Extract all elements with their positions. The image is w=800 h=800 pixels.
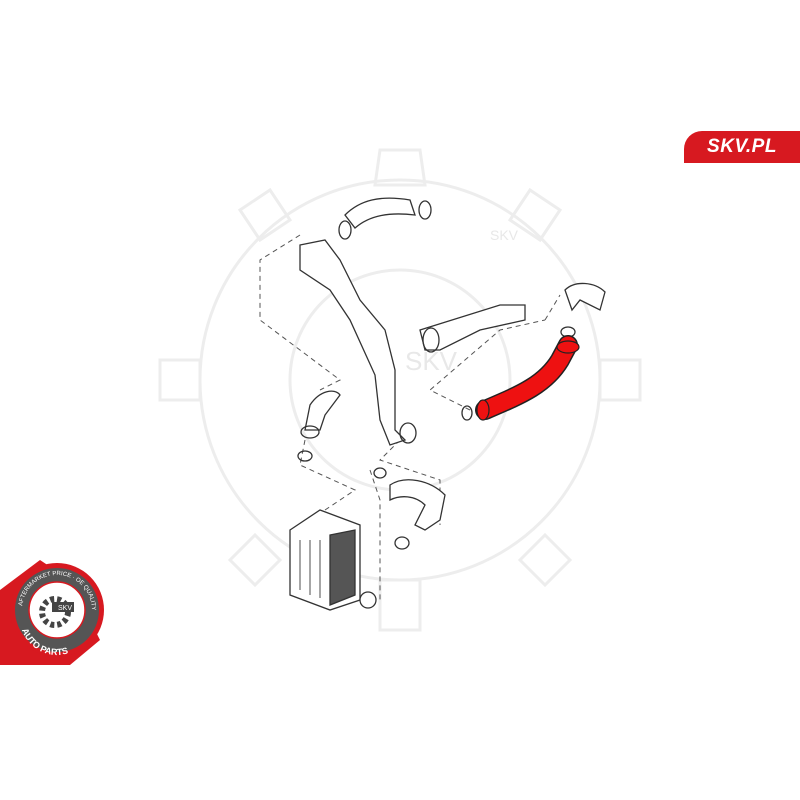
watermark-text: SKV (405, 346, 458, 376)
clamp-ring (338, 220, 352, 240)
turbo-elbow (564, 282, 606, 312)
highlighted-hose (461, 335, 580, 421)
clamp-ring (373, 467, 387, 479)
clamp-ring (394, 536, 410, 550)
skv-auto-parts-badge: SKV AFTERMARKET PRICE · OE QUALITY AUTO … (0, 560, 104, 665)
clamp-ring (418, 200, 432, 220)
watermark-text-small: SKV (490, 227, 519, 243)
small-hose (304, 390, 341, 431)
intercooler (289, 509, 377, 611)
clamp-ring (399, 422, 417, 444)
watermark-gear-icon: SKV SKV (158, 148, 642, 632)
clamp-ring (422, 327, 440, 353)
lower-hose (389, 479, 446, 531)
main-pipe (299, 239, 407, 446)
upper-hose (344, 197, 416, 229)
clamp-ring (461, 405, 473, 421)
badge-center-text: SKV (58, 605, 72, 612)
clamp-ring (297, 450, 313, 462)
hose-parts (297, 197, 606, 550)
brand-site-label: SKV.PL (684, 131, 800, 163)
clamp-ring (300, 425, 320, 439)
leader-lines (259, 234, 561, 600)
